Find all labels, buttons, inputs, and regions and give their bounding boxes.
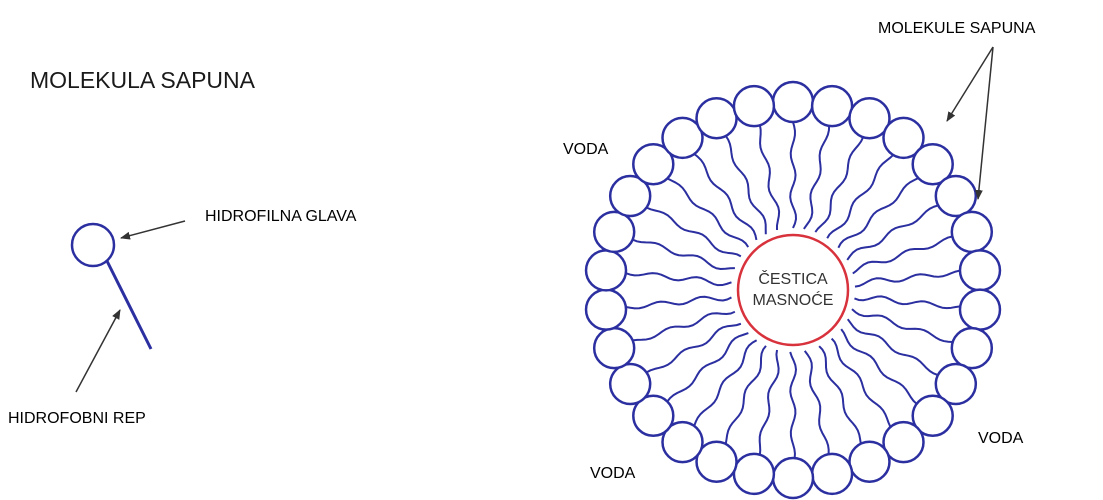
micelle-molecule-tail (846, 204, 939, 261)
micelle-molecule-tail (854, 295, 961, 310)
water-label-right: VODA (978, 430, 1024, 447)
micelle-molecule-tail (789, 351, 797, 459)
micelle-molecule-head (950, 326, 994, 370)
single-soap-molecule (70, 222, 153, 350)
micelle-molecule-tail (625, 272, 732, 287)
micelle-molecule-tail (851, 308, 953, 343)
micelle-molecule-head (934, 362, 978, 406)
micelle-molecule-head (695, 97, 738, 140)
micelle-molecule-tail (693, 339, 758, 427)
micelle-molecule-tail (837, 177, 919, 249)
micelle-molecule-head (592, 326, 636, 370)
micelle-molecule-tail (840, 328, 918, 405)
micelle-molecule-tail (632, 238, 735, 270)
micelle-molecule-head (911, 142, 954, 186)
micelle-molecule-tail (758, 349, 780, 455)
micelle-molecule-head (950, 210, 994, 254)
micelle-molecule-head (810, 452, 854, 496)
water-label-top-left: VODA (563, 141, 609, 158)
micelle-molecule-head (934, 174, 978, 218)
micelle-molecule-tail (846, 318, 939, 377)
micelle-molecule-head (771, 456, 815, 500)
micelle-molecule-tail (666, 177, 750, 248)
micelle-molecule-head (661, 420, 704, 464)
grease-particle (736, 233, 850, 347)
micelle-molecule-tail (852, 235, 953, 275)
micelle-molecule-head (661, 116, 704, 160)
micelle-molecule-tail (693, 153, 758, 241)
head-label: HIDROFILNA GLAVA (205, 208, 357, 225)
micelle-molecule-head (882, 116, 925, 160)
micelle-molecule-tail (826, 154, 894, 239)
micelle-molecule-head (911, 394, 954, 438)
micelle-molecule-tail (758, 125, 781, 231)
micelle-molecule-head (608, 174, 652, 218)
micelle-molecule-head (732, 452, 776, 496)
micelle-molecule-tail (789, 121, 797, 229)
micelle-molecule-head (771, 80, 815, 124)
micelle-molecule-tail (818, 345, 862, 444)
particle-label-line1: ČESTICA (758, 269, 828, 288)
micelle-molecule-head (848, 440, 891, 483)
micelle-molecule-head (848, 97, 891, 140)
micelle-molecule-head (632, 394, 675, 438)
molecules-arrow-2 (974, 46, 994, 200)
micelle-molecule-tail (625, 295, 732, 310)
micelle-molecule-tail (632, 310, 736, 342)
page-title: MOLEKULA SAPUNA (30, 67, 256, 93)
micelle-molecule-head (608, 362, 652, 406)
micelle-molecule-tail (814, 136, 864, 233)
micelle-molecule-head (958, 249, 1002, 292)
micelle-molecule-head (584, 288, 628, 331)
molecules-label: MOLEKULE SAPUNA (878, 20, 1036, 37)
micelle-molecule-tail (724, 345, 767, 445)
micelle-molecule-tail (646, 206, 742, 258)
micelle-molecule-head (584, 249, 628, 292)
micelle-molecule-head (592, 210, 636, 254)
micelle-molecule-tail (854, 269, 961, 288)
micelle-molecule-head (695, 440, 738, 483)
water-label-bottom: VODA (590, 465, 636, 482)
micelle (584, 80, 1002, 500)
micelle-molecule-tail (830, 337, 892, 428)
tail-label: HIDROFOBNI REP (8, 410, 146, 427)
micelle-molecule-tail (666, 332, 749, 403)
micelle-molecule-tail (646, 322, 742, 374)
hydrophobic-tail (105, 260, 153, 350)
tail-arrow (75, 309, 121, 393)
molecules-arrow-1 (946, 46, 994, 122)
head-arrow (120, 220, 186, 240)
micelle-molecule-tail (803, 350, 830, 455)
micelle-molecule-head (810, 84, 854, 128)
particle-label-line2: MASNOĆE (753, 290, 834, 309)
micelle-molecule-head (882, 420, 925, 464)
micelle-molecule-head (632, 142, 675, 186)
micelle-molecule-tail (725, 135, 767, 235)
micelle-molecule-head (958, 288, 1002, 331)
micelle-molecule-tail (803, 125, 831, 230)
micelle-molecule-head (732, 84, 776, 128)
hydrophilic-head (70, 222, 116, 268)
